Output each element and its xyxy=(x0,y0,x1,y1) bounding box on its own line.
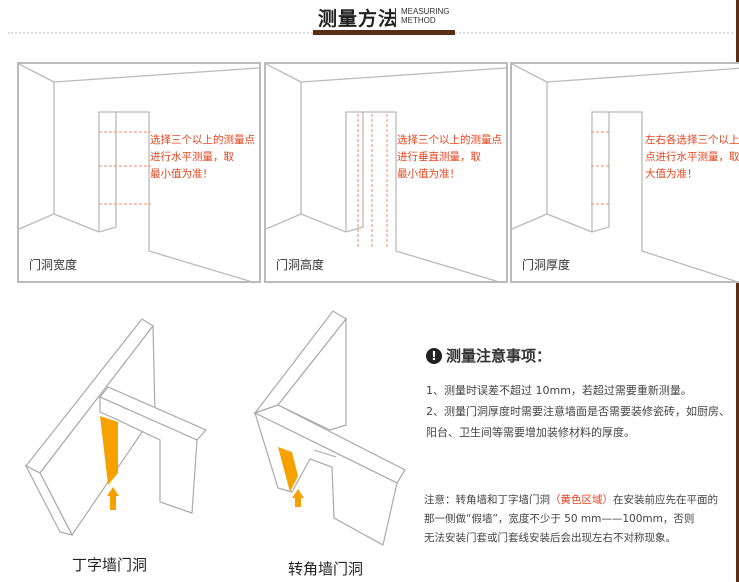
subtitle-line-2: METHOD xyxy=(401,16,436,25)
room-height-illustration xyxy=(266,64,506,281)
arrow-up-icon xyxy=(107,487,119,510)
notes-title: 测量注意事项： xyxy=(446,347,552,365)
note-line: 进行水平测量，取 xyxy=(150,151,234,163)
caution-line-1: 注意：转角墙和丁字墙门洞（黄色区域）在安装前应先在平面的 xyxy=(424,491,718,510)
exclamation-circle-icon: ! xyxy=(426,347,442,364)
note-line: 点进行水平测量，取最 xyxy=(645,151,739,163)
note-line: 进行垂直测量，取 xyxy=(397,151,481,163)
note-line: 选择三个以上的测量点 xyxy=(150,134,255,146)
room-width-illustration xyxy=(19,64,259,281)
corner-wall-diagram xyxy=(253,310,406,546)
measurement-notes: ! 测量注意事项： 1、测量时误差不超过 10mm，若超过需要重新测量。 2、测… xyxy=(426,345,739,443)
diagram-caption: 丁字墙门洞 xyxy=(72,556,148,574)
panel-door-width: 选择三个以上的测量点 进行水平测量，取 最小值为准！ 门洞宽度 xyxy=(17,62,261,283)
notes-list: 1、测量时误差不超过 10mm，若超过需要重新测量。 2、测量门洞厚度时需要注意… xyxy=(426,380,739,443)
wall-edge-line xyxy=(313,449,337,458)
caution-prefix: 注意：转角墙和丁字墙门洞 xyxy=(424,494,550,506)
highlight-false-wall xyxy=(278,447,298,492)
note-item: 阳台、卫生间等需要增加装修材料的厚度。 xyxy=(426,426,635,439)
caution-line-3: 无法安装门套或门套线安装后会出现左右不对称现象。 xyxy=(424,532,676,544)
subtitle-line-1: MEASURING xyxy=(401,7,450,16)
note-line: 选择三个以上的测量点 xyxy=(397,134,502,146)
note-line: 最小值为准！ xyxy=(150,168,213,180)
note-line: 大值为准！ xyxy=(645,168,698,180)
notes-heading: ! 测量注意事项： xyxy=(426,345,739,366)
measurement-note: 选择三个以上的测量点 进行垂直测量，取 最小值为准！ xyxy=(397,132,502,183)
title-underline-bar xyxy=(313,30,455,35)
title-divider xyxy=(395,8,396,25)
section-title: 测量方法 xyxy=(318,8,399,30)
caution-highlight: （黄色区域） xyxy=(550,494,613,506)
panel-caption: 门洞高度 xyxy=(276,258,325,272)
highlight-false-wall xyxy=(100,416,118,485)
note-line: 左右各选择三个以上的测量 xyxy=(645,134,739,146)
panel-door-height: 选择三个以上的测量点 进行垂直测量，取 最小值为准！ 门洞高度 xyxy=(264,62,508,283)
t-wall-diagram xyxy=(24,318,208,537)
arrow-up-icon xyxy=(292,489,304,507)
caution-suffix: 在安装前应先在平面的 xyxy=(613,494,718,506)
diagram-caption: 转角墙门洞 xyxy=(288,560,364,578)
caution-line-2: 那一侧做“假墙”，宽度不少于 50 mm——100mm，否则 xyxy=(424,513,695,525)
panel-door-thickness: 左右各选择三个以上的测量 点进行水平测量，取最 大值为准！ 门洞厚度 xyxy=(510,62,739,283)
note-item: 1、测量时误差不超过 10mm，若超过需要重新测量。 xyxy=(426,384,692,397)
note-line: 最小值为准！ xyxy=(397,168,460,180)
section-header: 测量方法 MEASURING METHOD xyxy=(0,0,739,40)
right-border-rule xyxy=(736,0,739,582)
panel-caption: 门洞宽度 xyxy=(29,258,78,272)
measurement-note: 选择三个以上的测量点 进行水平测量，取 最小值为准！ xyxy=(150,132,255,183)
room-thickness-illustration xyxy=(512,64,739,281)
measurement-note: 左右各选择三个以上的测量 点进行水平测量，取最 大值为准！ xyxy=(645,132,739,183)
caution-text: 注意：转角墙和丁字墙门洞（黄色区域）在安装前应先在平面的 那一侧做“假墙”，宽度… xyxy=(424,491,718,548)
note-item: 2、测量门洞厚度时需要注意墙面是否需要装修瓷砖，如厨房、 xyxy=(426,405,730,418)
section-subtitle: MEASURING METHOD xyxy=(401,7,449,25)
panel-caption: 门洞厚度 xyxy=(522,258,571,272)
